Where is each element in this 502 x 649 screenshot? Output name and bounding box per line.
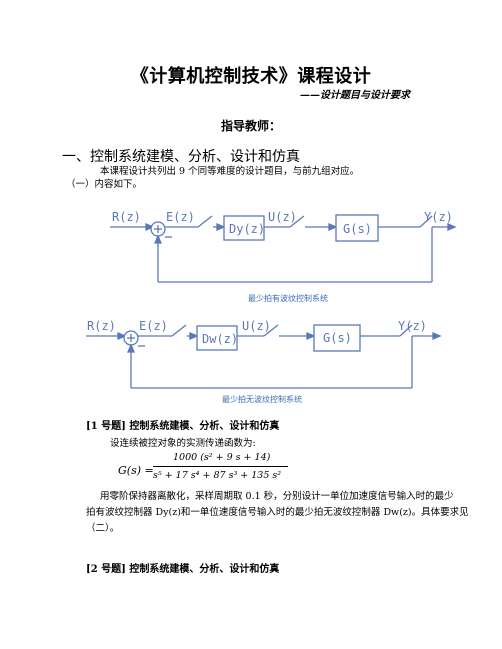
question1-line2: 拍有波纹控制器 Dy(z)和一单位速度信号输入时的最少拍无波纹控制器 Dw(z)… bbox=[86, 507, 469, 518]
page-subtitle: ——设计题目与设计要求 bbox=[300, 90, 410, 101]
formula-denominator: s⁵ + 17 s⁴ + 87 s³ + 135 s² bbox=[153, 470, 282, 481]
diagram2-caption: 最少拍无波纹控制系统 bbox=[222, 395, 302, 404]
question1-line3: （二）。 bbox=[86, 523, 120, 534]
signal-y-label: Y(z) bbox=[424, 210, 453, 224]
question2-title: [2 号题] 控制系统建模、分析、设计和仿真 bbox=[86, 564, 280, 575]
question1-given: 设连续被控对象的实测传递函数为: bbox=[110, 438, 256, 449]
signal-r-label-2: R(z) bbox=[87, 319, 116, 333]
signal-u-label: U(z) bbox=[268, 210, 297, 224]
plant-g-label-2: G(s) bbox=[323, 331, 352, 345]
fraction-bar bbox=[153, 466, 288, 467]
section-intro: 本课程设计共列出 9 个同等难度的设计题目，与前九组对应。 bbox=[100, 166, 360, 177]
page-title: 《计算机控制技术》课程设计 bbox=[130, 66, 372, 87]
signal-e-label: E(z) bbox=[166, 210, 195, 224]
controller-dy-label: Dy(z) bbox=[229, 222, 265, 236]
formula-lhs: G(s) = bbox=[118, 464, 154, 477]
section-heading: 一、控制系统建模、分析、设计和仿真 bbox=[62, 149, 300, 165]
controller-dw-label: Dw(z) bbox=[202, 332, 238, 346]
formula-numerator: 1000 (s² + 9 s + 14) bbox=[173, 452, 271, 463]
signal-e-label-2: E(z) bbox=[139, 319, 168, 333]
diagram1-caption: 最少拍有波纹控制系统 bbox=[248, 294, 328, 303]
section-sub-heading: （一）内容如下。 bbox=[66, 179, 143, 190]
signal-y-label-2: Y(z) bbox=[398, 319, 427, 333]
question1-line1: 用零阶保持器离散化，采样周期取 0.1 秒，分别设计一单位加速度信号输入时的最少 bbox=[100, 491, 454, 502]
plant-g-label: G(s) bbox=[343, 222, 372, 236]
signal-r-label: R(z) bbox=[112, 210, 141, 224]
question1-title: [1 号题] 控制系统建模、分析、设计和仿真 bbox=[86, 421, 280, 432]
signal-u-label-2: U(z) bbox=[242, 319, 271, 333]
teacher-label: 指导教师： bbox=[220, 119, 281, 133]
